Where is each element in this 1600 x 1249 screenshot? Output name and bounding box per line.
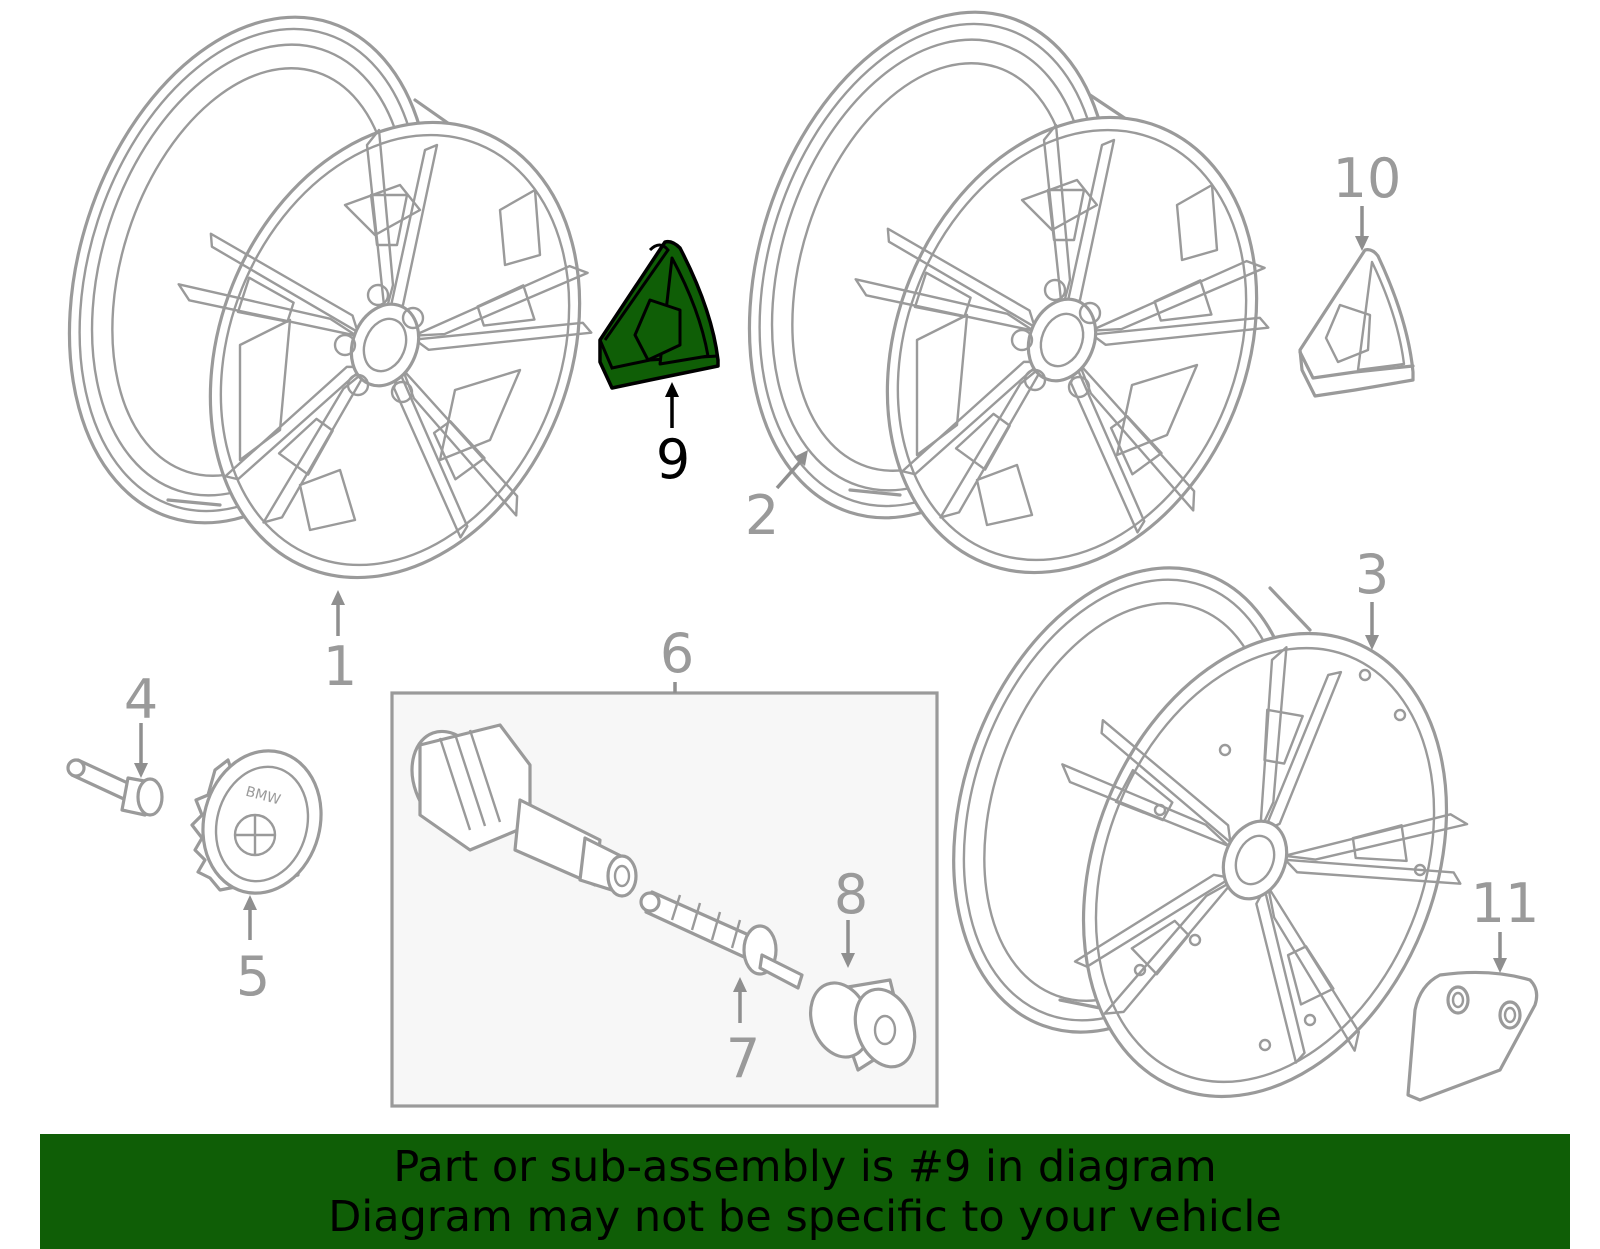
part-10-cover[interactable] xyxy=(1298,248,1415,398)
wheel-2[interactable] xyxy=(688,0,1322,628)
center-cap[interactable]: BMW xyxy=(187,737,336,906)
callout-6: 6 xyxy=(660,622,694,685)
info-banner: Part or sub-assembly is #9 in diagram Di… xyxy=(40,1134,1570,1249)
wheel-1[interactable] xyxy=(8,0,645,633)
valve-cap[interactable] xyxy=(801,975,925,1075)
tpms-sensor-kit[interactable] xyxy=(390,691,939,1108)
callout-2: 2 xyxy=(745,484,779,547)
banner-line-1: Part or sub-assembly is #9 in diagram xyxy=(393,1141,1217,1192)
callout-8: 8 xyxy=(834,863,868,926)
callout-5: 5 xyxy=(236,945,270,1008)
callout-3: 3 xyxy=(1355,543,1389,606)
callout-4: 4 xyxy=(124,668,158,731)
callout-1: 1 xyxy=(323,635,357,698)
callout-9: 9 xyxy=(656,428,690,491)
part-11-cover[interactable] xyxy=(1406,970,1539,1102)
wheel-3[interactable] xyxy=(893,520,1513,1151)
callout-labels: 1 2 3 4 5 6 7 8 9 10 11 xyxy=(124,147,1540,1090)
callout-10: 10 xyxy=(1333,147,1402,210)
wheel-bolt[interactable] xyxy=(66,758,164,817)
callout-11: 11 xyxy=(1471,872,1540,935)
banner-line-2: Diagram may not be specific to your vehi… xyxy=(328,1191,1282,1242)
highlighted-part-9[interactable] xyxy=(598,239,720,390)
valve-core[interactable] xyxy=(639,890,804,990)
callout-arrows xyxy=(134,206,1507,1023)
callout-7: 7 xyxy=(726,1027,760,1090)
